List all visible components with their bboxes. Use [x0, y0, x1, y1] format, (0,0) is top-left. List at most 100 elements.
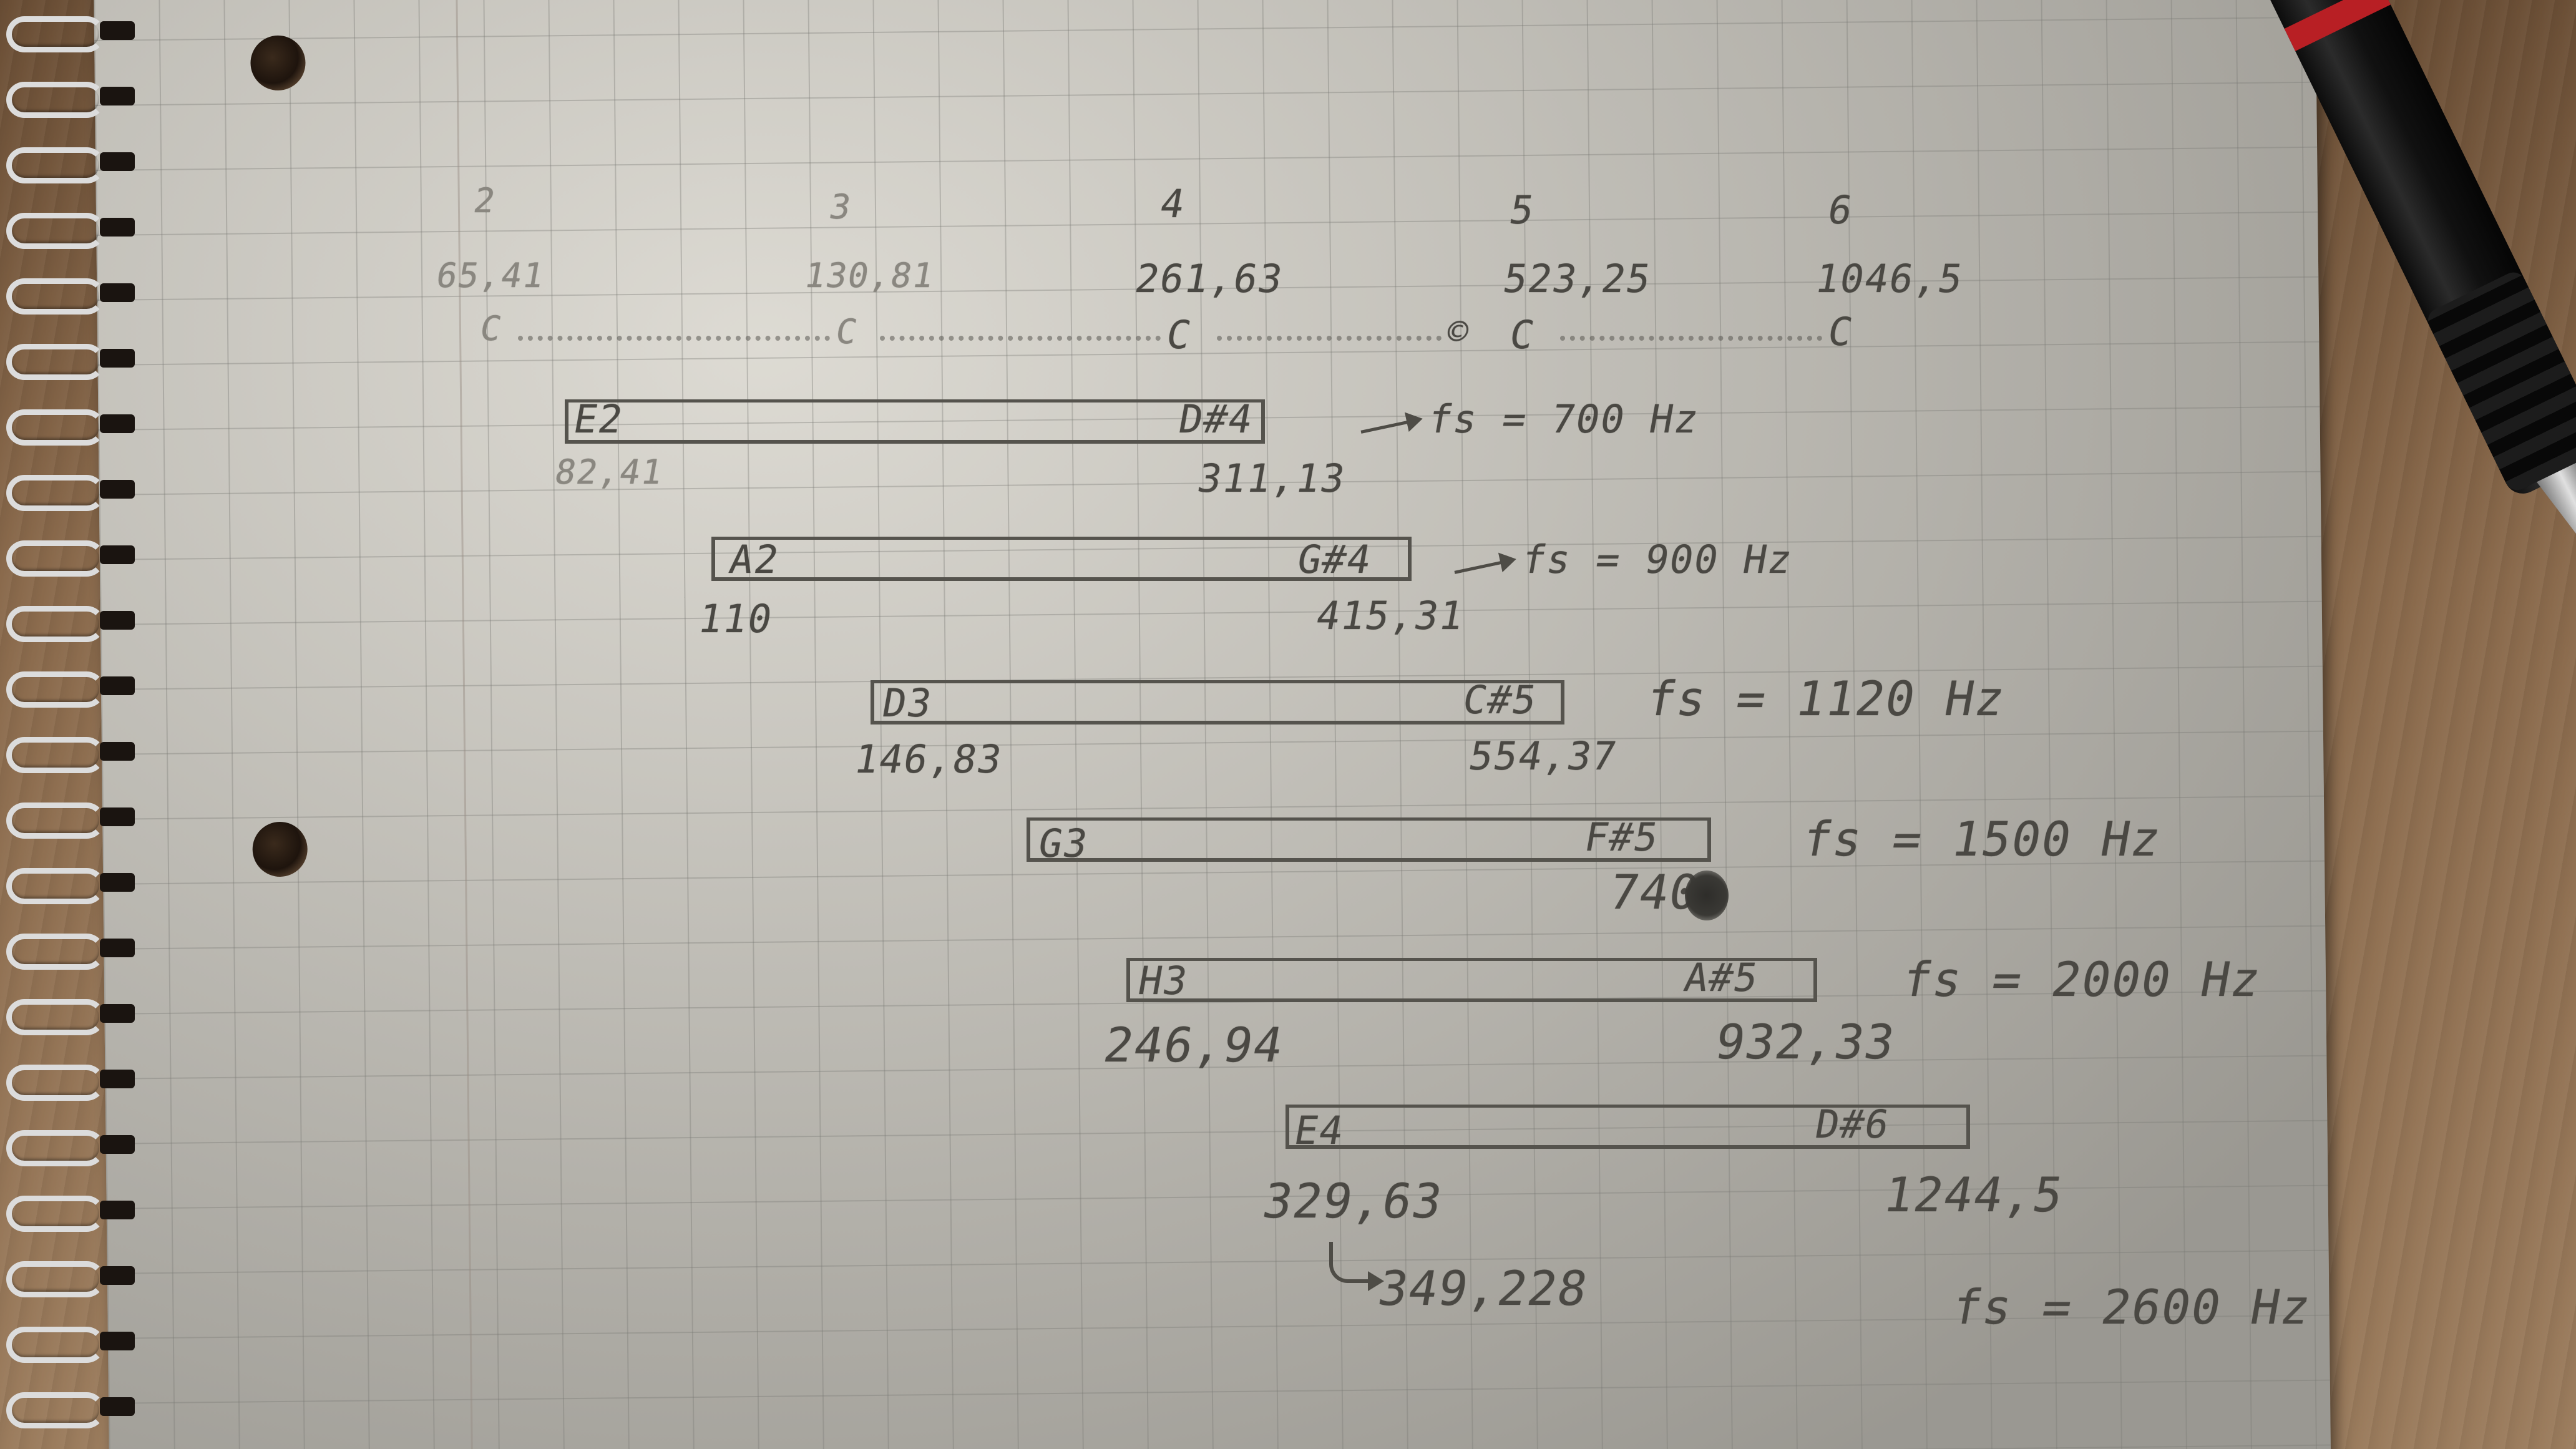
range-high-note: D#4	[1175, 396, 1257, 442]
octave-number: 4	[1156, 181, 1189, 227]
coil-ring	[6, 213, 105, 249]
coil-slot	[100, 807, 135, 826]
spiral-coil	[6, 799, 135, 839]
spiral-coil	[6, 209, 135, 249]
spiral-coil	[6, 471, 135, 511]
arrow	[1454, 559, 1513, 574]
spiral-coil	[6, 1388, 135, 1428]
octave-frequency: 1046,5	[1812, 256, 1968, 301]
range-low-note: H3	[1134, 958, 1193, 1003]
range-high-note: F#5	[1581, 814, 1663, 860]
dotted-line	[880, 336, 1161, 341]
octave-number: 3	[826, 187, 856, 227]
coil-ring	[6, 16, 105, 52]
coil-ring	[6, 1327, 105, 1363]
coil-ring	[6, 82, 105, 118]
coil-ring	[6, 737, 105, 773]
range-high-freq: 1244,5	[1880, 1167, 2069, 1222]
spiral-coil	[6, 930, 135, 970]
coil-slot	[100, 676, 135, 695]
coil-slot	[100, 1397, 135, 1416]
spiral-coil	[6, 537, 135, 577]
spiral-coil	[6, 275, 135, 315]
range-fs: fs = 2000 Hz	[1898, 952, 2266, 1007]
range-high-note: D#6	[1812, 1101, 1894, 1147]
coil-slot	[100, 742, 135, 761]
range-bar	[871, 680, 1564, 724]
coil-ring	[6, 999, 105, 1035]
coil-ring	[6, 1196, 105, 1232]
range-high-note: C#5	[1459, 677, 1541, 723]
coil-ring	[6, 540, 105, 577]
octave-number: 5	[1506, 187, 1539, 233]
range-fs: fs = 1500 Hz	[1798, 811, 2166, 867]
range-low-freq: 110	[695, 596, 777, 642]
coil-ring	[6, 147, 105, 183]
range-high-freq: 932,33	[1711, 1014, 1900, 1070]
arrow	[1360, 418, 1420, 434]
coil-slot	[100, 939, 135, 957]
range-low-note: E4	[1290, 1108, 1349, 1153]
spiral-coil	[6, 144, 135, 183]
range-low-note: A2	[726, 537, 784, 582]
range-low-freq: 246,94	[1100, 1017, 1289, 1073]
range-high-freq: 415,31	[1312, 593, 1468, 638]
coil-slot	[100, 1004, 135, 1023]
coil-slot	[100, 21, 135, 40]
octave-frequency: 65,41	[433, 256, 549, 295]
coil-slot	[100, 1070, 135, 1088]
spiral-coil	[6, 1126, 135, 1166]
coil-ring	[6, 1261, 105, 1297]
spiral-coil	[6, 602, 135, 642]
coil-ring	[6, 803, 105, 839]
octave-frequency: 523,25	[1500, 256, 1656, 301]
spiral-coil	[6, 995, 135, 1035]
range-low-freq: 146,83	[851, 736, 1007, 782]
range-high-freq: 554,37	[1465, 733, 1621, 779]
range-low-note: E2	[570, 396, 628, 442]
coil-slot	[100, 873, 135, 892]
spiral-coil	[6, 733, 135, 773]
coil-ring	[6, 868, 105, 904]
coil-ring	[6, 344, 105, 380]
range-bar	[565, 399, 1265, 444]
coil-slot	[100, 87, 135, 105]
octave-number: 6	[1824, 187, 1857, 233]
range-high-note: A#5	[1681, 955, 1763, 1000]
coil-ring	[6, 278, 105, 315]
coil-slot	[100, 545, 135, 564]
coil-ring	[6, 1065, 105, 1101]
octave-note: C	[832, 312, 862, 351]
range-fs: fs = 1120 Hz	[1642, 671, 2010, 726]
spiral-coil	[6, 1192, 135, 1232]
range-bar	[1286, 1105, 1970, 1149]
coil-slot	[100, 218, 135, 237]
coil-slot	[100, 283, 135, 302]
circled-c-mark: ©	[1444, 312, 1473, 351]
spiral-coil	[6, 340, 135, 380]
coil-ring	[6, 671, 105, 708]
coil-slot	[100, 611, 135, 630]
range-low-freq: 329,63	[1259, 1173, 1448, 1229]
coil-slot	[100, 1332, 135, 1350]
spiral-coil	[6, 864, 135, 904]
spiral-coil	[6, 1257, 135, 1297]
spiral-coil	[6, 406, 135, 446]
hook-arrow	[1329, 1242, 1384, 1291]
pencil-smudge	[1685, 871, 1729, 920]
coil-slot	[100, 1201, 135, 1219]
octave-number: 2	[471, 181, 500, 220]
dotted-line	[1217, 336, 1442, 341]
range-high-freq: 311,13	[1194, 456, 1350, 501]
coil-slot	[100, 480, 135, 499]
extra-frequency-note: 349,228	[1374, 1261, 1593, 1316]
octave-note: C	[477, 309, 506, 348]
range-bar	[1027, 817, 1711, 862]
range-high-note: G#4	[1294, 537, 1376, 582]
spiral-coil	[6, 668, 135, 708]
dotted-line	[1560, 336, 1822, 341]
coil-ring	[6, 409, 105, 446]
range-fs: fs = 700 Hz	[1425, 396, 1704, 442]
spiral-coil	[6, 78, 135, 118]
